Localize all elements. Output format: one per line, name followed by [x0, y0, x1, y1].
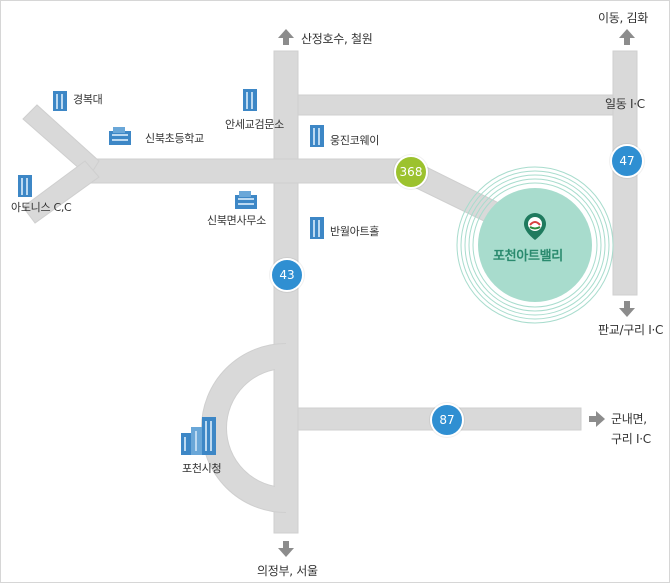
- direction-east-top: 이동, 김화: [598, 11, 648, 25]
- map-pin-icon: [524, 213, 546, 240]
- direction-north: 산정호수, 철원: [301, 32, 373, 46]
- building-icon: [310, 125, 324, 147]
- route-47-badge: 47: [610, 144, 644, 178]
- route-368-badge: 368: [394, 155, 428, 189]
- route-43-badge: 43: [270, 258, 304, 292]
- place-adonis-cc: 아도니스 C,C: [11, 201, 72, 214]
- route-87-badge: 87: [430, 403, 464, 437]
- destination-circle: [478, 188, 592, 302]
- building-icon: [181, 417, 216, 455]
- road-loop-fill: [275, 357, 297, 497]
- building-icon: [235, 191, 257, 209]
- place-pocheon-city-hall: 포천시청: [182, 462, 222, 475]
- place-woongjin-coway: 웅진코웨이: [330, 134, 380, 147]
- direction-pangyo-guri-ic: 판교/구리 I·C: [598, 323, 664, 337]
- place-sinbuk-elementary: 신북초등학교: [145, 132, 204, 145]
- building-icon: [109, 127, 131, 145]
- road-to-adonis: [22, 160, 100, 224]
- sinbuk-road: [85, 158, 412, 184]
- destination-halo: [456, 166, 614, 324]
- place-sinbuk-office: 신북면사무소: [207, 214, 266, 227]
- building-icon: [53, 91, 67, 111]
- direction-gunnae-line2: 구리 I·C: [611, 432, 651, 446]
- direction-arrow-icon: [278, 29, 635, 557]
- place-anse-inspection: 안세교검문소: [225, 118, 284, 131]
- ildong-road: [297, 94, 619, 116]
- destination-name: 포천아트밸리: [493, 249, 563, 264]
- building-icon: [243, 89, 257, 111]
- place-banwol-art-hall: 반월아트홀: [330, 225, 380, 238]
- direction-ildong-ic: 일동 I·C: [605, 97, 645, 111]
- building-icon: [18, 175, 32, 197]
- place-gyeongbok-univ: 경복대: [73, 93, 103, 106]
- road-to-gyeongbok: [22, 104, 100, 178]
- direction-gunnae-line1: 군내면,: [611, 412, 647, 426]
- direction-south: 의정부, 서울: [257, 564, 318, 578]
- building-icon: [310, 217, 324, 239]
